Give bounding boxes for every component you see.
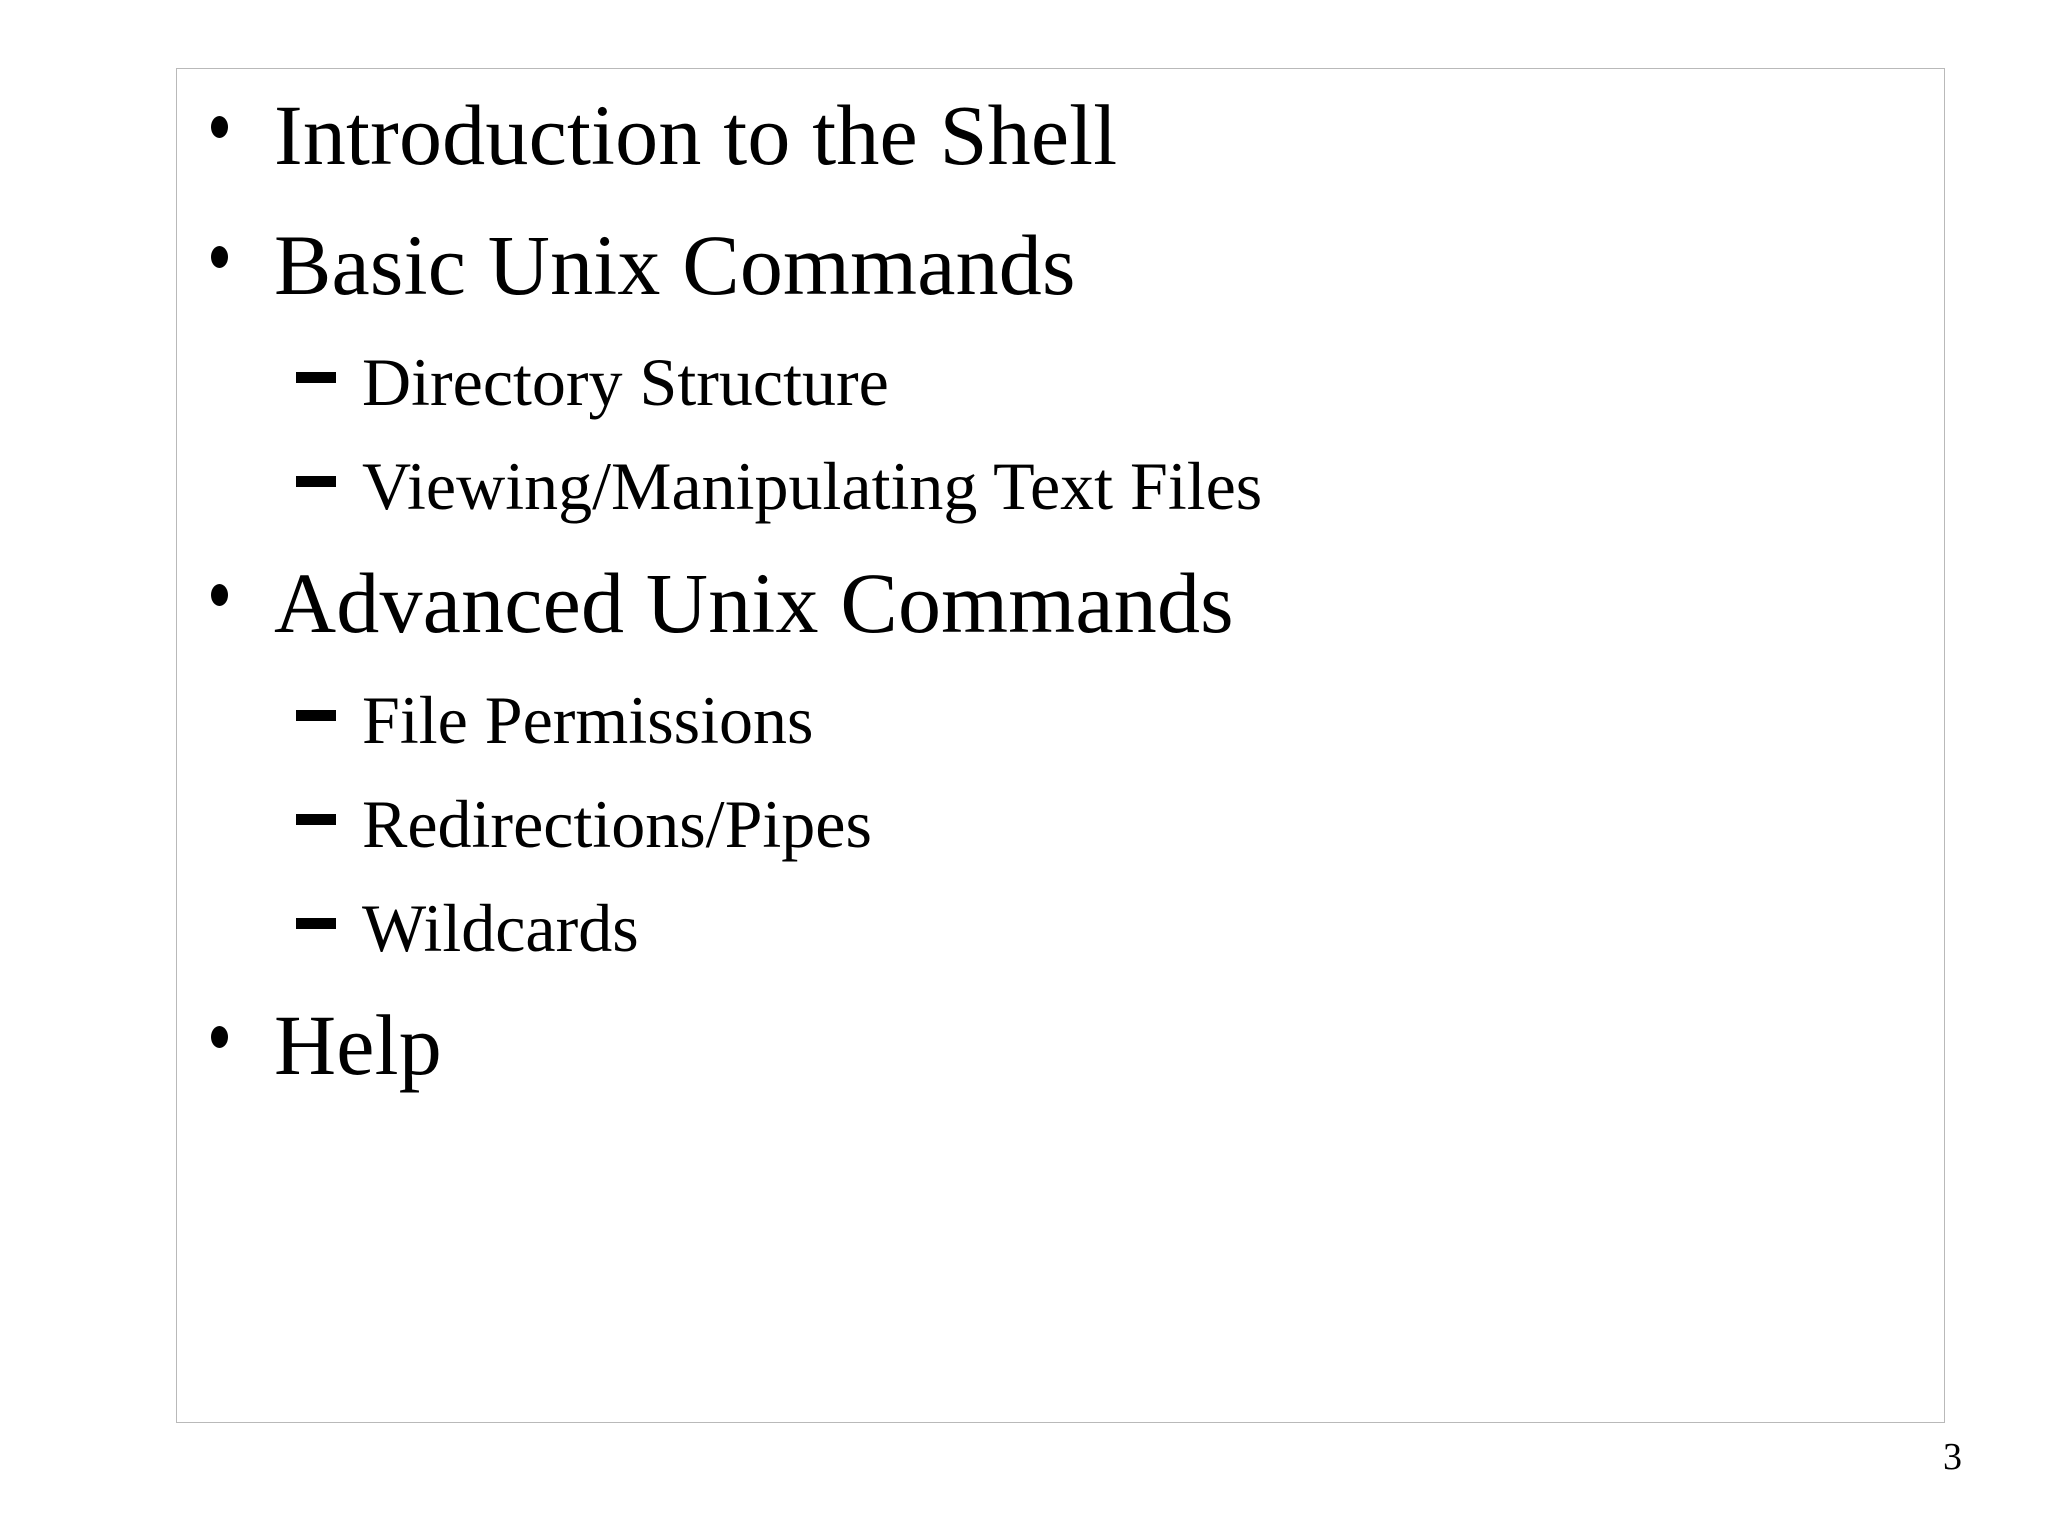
- slide-content-placeholder: [176, 68, 1945, 1423]
- list-item[interactable]: Redirections/Pipes: [178, 772, 1938, 876]
- list-item[interactable]: Viewing/Manipulating Text Files: [178, 434, 1938, 538]
- list-item[interactable]: Wildcards: [178, 876, 1938, 980]
- list-item[interactable]: Advanced Unix Commands: [178, 538, 1938, 668]
- list-item[interactable]: File Permissions: [178, 668, 1938, 772]
- list-item[interactable]: Basic Unix Commands: [178, 200, 1938, 330]
- list-item-label: Introduction to the Shell: [274, 87, 1118, 183]
- page-number: 3: [1943, 1436, 1962, 1478]
- list-item-label: Redirections/Pipes: [362, 786, 872, 862]
- list-item[interactable]: Introduction to the Shell: [178, 70, 1938, 200]
- list-item-label: Help: [274, 997, 442, 1093]
- list-item-label: File Permissions: [362, 682, 814, 758]
- outline-bullet-list: Introduction to the Shell Basic Unix Com…: [178, 70, 1938, 1110]
- list-item-label: Advanced Unix Commands: [274, 555, 1234, 651]
- list-item-label: Directory Structure: [362, 344, 889, 420]
- list-item-label: Wildcards: [362, 890, 639, 966]
- list-item[interactable]: Help: [178, 980, 1938, 1110]
- list-item-label: Viewing/Manipulating Text Files: [362, 448, 1263, 524]
- list-item-label: Basic Unix Commands: [274, 217, 1076, 313]
- list-item[interactable]: Directory Structure: [178, 330, 1938, 434]
